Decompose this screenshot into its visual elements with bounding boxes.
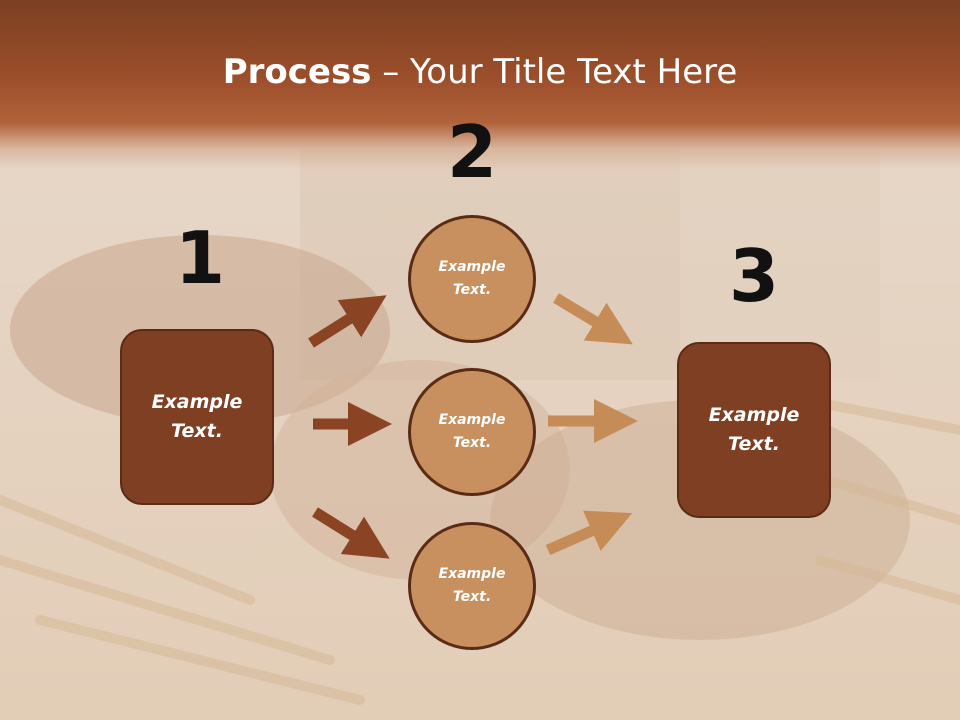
right-text-box: Example Text. (677, 342, 831, 518)
arrow-bottom-to-right (545, 510, 633, 556)
arrow-left-to-top (308, 295, 387, 348)
arrow-top-to-right (553, 293, 633, 345)
left-text-box: Example Text. (120, 329, 274, 505)
top-circle: Example Text. (408, 215, 536, 343)
step-number-3: 3 (728, 234, 780, 318)
middle-circle: Example Text. (408, 368, 536, 496)
arrow-left-to-bottom (312, 507, 390, 559)
header-band (0, 0, 960, 170)
title-rest: – Your Title Text Here (371, 52, 738, 92)
step-number-1: 1 (174, 216, 226, 300)
title-bold: Process (222, 52, 372, 92)
step-number-2: 2 (446, 110, 498, 194)
page-title: Process – Your Title Text Here (0, 52, 960, 92)
bottom-circle: Example Text. (408, 522, 536, 650)
